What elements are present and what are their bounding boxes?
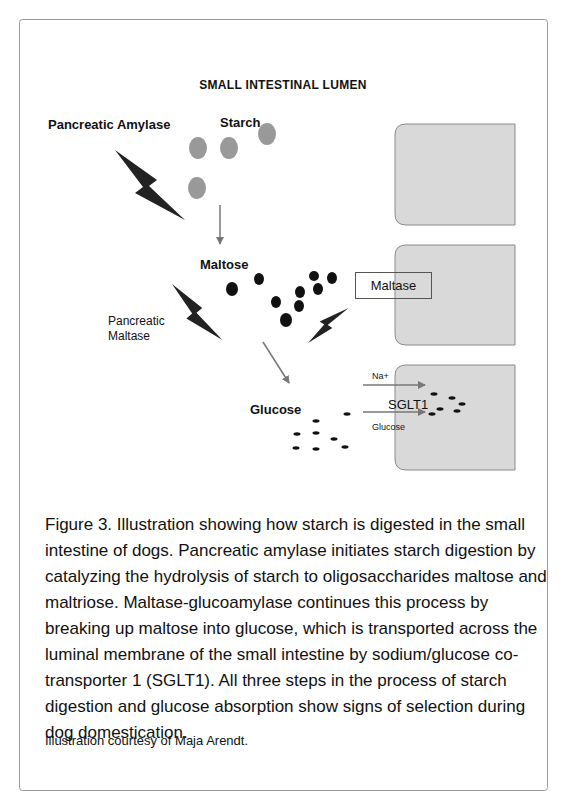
box-label: Maltase	[371, 278, 417, 293]
substrate-label: Glucose	[250, 402, 301, 417]
maltose-molecules	[226, 271, 337, 327]
enterocyte	[395, 365, 515, 470]
enzyme-box: Maltase	[355, 272, 432, 299]
glucose-molecule	[429, 412, 436, 415]
glucose-molecule	[294, 432, 301, 435]
process-arrow	[219, 205, 221, 244]
diagram-title: SMALL INTESTINAL LUMEN	[0, 78, 566, 92]
enzyme-label: Pancreatic Amylase	[48, 117, 170, 132]
maltose-molecule	[280, 313, 292, 327]
transporter-label: SGLT1	[388, 397, 428, 412]
maltose-molecule	[327, 272, 337, 284]
glucose-molecule	[459, 402, 466, 405]
glucose-molecule	[342, 445, 349, 448]
glucose-molecule	[313, 431, 320, 434]
glucose-molecule	[454, 409, 461, 412]
maltose-molecule	[313, 283, 323, 295]
substrate-label: Starch	[220, 115, 260, 130]
maltose-molecule	[295, 286, 305, 298]
glucose-molecule	[431, 392, 438, 395]
enzyme-bolt	[308, 308, 349, 343]
glucose-molecule	[293, 446, 300, 449]
enzyme-bolt	[115, 150, 185, 220]
glucose-molecule	[344, 412, 351, 415]
ion-label: Na+	[372, 371, 389, 381]
maltose-molecule	[271, 296, 281, 308]
enterocyte	[395, 245, 515, 345]
maltose-molecule	[254, 273, 264, 285]
enzyme-bolt	[172, 284, 222, 340]
maltose-molecule	[309, 271, 319, 281]
substrate-label: Maltose	[200, 257, 248, 272]
credit-line: Illustration courtesy of Maja Arendt.	[45, 733, 248, 748]
maltose-molecule	[226, 282, 238, 296]
starch-granules	[188, 123, 276, 199]
ion-label: Glucose	[372, 422, 405, 432]
starch-granule	[189, 137, 207, 159]
maltose-molecule	[294, 300, 304, 312]
starch-granule	[220, 137, 238, 159]
figure-caption: Figure 3. Illustration showing how starc…	[45, 512, 553, 746]
starch-granule	[188, 177, 206, 199]
glucose-molecule	[313, 419, 320, 422]
process-arrow	[263, 342, 289, 383]
glucose-molecule	[313, 447, 320, 450]
enterocyte	[395, 124, 515, 225]
glucose-molecules	[293, 392, 466, 450]
transport-arrow	[363, 384, 425, 386]
glucose-molecule	[449, 396, 456, 399]
glucose-molecule	[331, 437, 338, 440]
starch-granule	[258, 123, 276, 145]
glucose-molecule	[437, 407, 444, 410]
enzyme-label: Pancreatic Maltase	[108, 314, 180, 344]
